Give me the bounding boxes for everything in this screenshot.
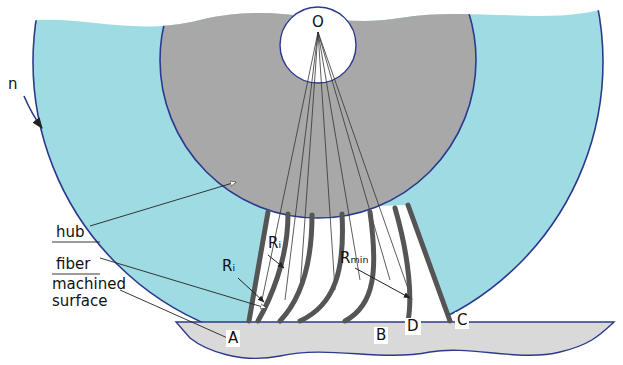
leader-line <box>52 242 100 243</box>
leader-line <box>120 290 232 340</box>
radius-arrow <box>238 278 264 302</box>
point-label: D <box>405 318 421 335</box>
point-label: A <box>226 330 240 347</box>
point-label: C <box>455 312 469 329</box>
radius-label: Rₘᵢₙ <box>340 250 368 267</box>
leader-line <box>90 182 236 226</box>
radius-label: Rᵢ <box>222 258 235 275</box>
rotation-label: n <box>8 76 18 93</box>
leader-line <box>52 274 100 275</box>
rotation-arrow <box>24 96 42 128</box>
point-label: B <box>374 327 388 344</box>
center-label: O <box>312 14 324 31</box>
radius-arrow <box>268 255 284 268</box>
part-label: hub <box>56 224 85 241</box>
shaft-hole <box>280 7 356 83</box>
part-label: fiber <box>56 256 90 273</box>
radius-label: Rᵢ <box>268 235 281 252</box>
brush-disc <box>33 0 603 347</box>
machined-surface <box>176 322 614 358</box>
fibers <box>249 205 450 321</box>
part-label: machined surface <box>52 276 132 311</box>
radius-arrow <box>355 268 410 298</box>
